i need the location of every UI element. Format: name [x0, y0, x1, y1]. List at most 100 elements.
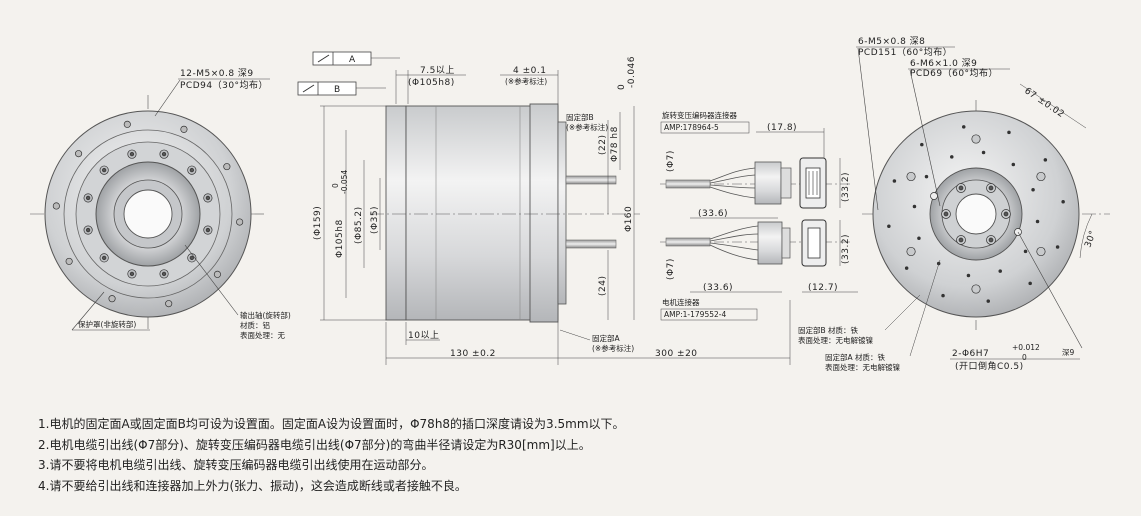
- datum-a-frame: A: [312, 51, 400, 66]
- dim-105-tol-0: 0: [331, 183, 340, 188]
- bolt-center: [988, 237, 994, 243]
- outer-tap-hole: [906, 246, 916, 257]
- dim-7-5: 7.5以上: [420, 65, 455, 76]
- side-view: A B 7.5以上 (Φ105h8) 4 ±0.1 (※参考标注) 0: [297, 51, 791, 365]
- rim-hole: [236, 218, 244, 226]
- outer-mark: [1043, 158, 1048, 162]
- left-bolt-pattern: [83, 149, 213, 279]
- bolt-center: [189, 168, 194, 173]
- dim-tol-0: 0: [617, 84, 627, 90]
- dim-22: (22): [598, 135, 608, 155]
- shaft-surface: 表面处理：无: [240, 330, 285, 340]
- face-b-label: 固定部B: [566, 112, 594, 122]
- outer-tap-hole: [971, 134, 981, 144]
- dim-phi7-top: (Φ7): [666, 150, 676, 172]
- bolt-center: [85, 195, 91, 201]
- resolver-cable-stub: [565, 175, 617, 185]
- motor-connector-body: [757, 221, 783, 265]
- rim-hole: [65, 257, 73, 265]
- left-thread-spec: 12-M5×0.8 深9: [180, 68, 254, 79]
- dim-130: 130 ±0.2: [450, 349, 496, 359]
- rim-hole: [75, 150, 83, 158]
- hole-depth: 深9: [1062, 348, 1075, 357]
- dim-phi105h8: Φ105h8: [335, 219, 345, 258]
- outer-mark: [924, 174, 929, 179]
- bolt-center: [1003, 211, 1009, 217]
- dim-105-tol-054: -0.054: [340, 170, 349, 194]
- dim-17-8: (17.8): [767, 123, 797, 133]
- left-pcd-spec: PCD94（30°均布）: [180, 79, 268, 91]
- right-pcd1: PCD151（60°均布）: [858, 46, 952, 58]
- rim-hole: [223, 163, 231, 171]
- face-a-note: (※参考标注): [592, 343, 634, 353]
- motor-cable-stub: [565, 239, 617, 249]
- left-end-view: 12-M5×0.8 深9 PCD94（30°均布） 保护罩(非旋转部) 输出轴(…: [30, 68, 291, 340]
- outer-tap-hole: [971, 284, 981, 294]
- outer-mark: [950, 155, 954, 159]
- rim-hole: [213, 270, 221, 278]
- left-center-bore: [123, 189, 173, 239]
- right-outer-marks: [887, 125, 1065, 303]
- dim-4: 4 ±0.1: [513, 66, 546, 76]
- face-b-note: (※参考标注): [566, 122, 608, 132]
- hole-spec: 2-Φ6H7: [952, 349, 989, 359]
- outer-tap-hole: [1036, 171, 1046, 182]
- note-4: 4.请不要给引出线和连接器加上外力(张力、振动)，这会造成断线或者接触不良。: [38, 478, 467, 493]
- face-a-material: 固定部A 材质：铁: [825, 352, 886, 362]
- outer-mark: [1007, 130, 1011, 135]
- outer-mark: [887, 224, 891, 228]
- rim-hole: [180, 125, 188, 133]
- note-3: 3.请不要将电机电缆引出线、旋转变压编码器电缆引出线使用在运动部分。: [38, 458, 434, 472]
- outer-mark: [1028, 281, 1032, 286]
- bolt-center: [102, 255, 107, 260]
- right-center-bore: [955, 193, 997, 235]
- motor-connector-part: AMP:1-179552-4: [664, 310, 726, 319]
- hole-tol-zero: 0: [1022, 353, 1027, 362]
- motor-flange: [385, 105, 407, 321]
- dim-4-note: (※参考标注): [505, 76, 547, 86]
- outer-mark: [912, 204, 917, 209]
- outer-tap-hole: [906, 171, 916, 182]
- dim-24: (24): [598, 276, 608, 296]
- cable-view: (17.8) (33.2) (33.2) (33.6) (33.6) (12.7…: [660, 110, 858, 321]
- outer-mark: [920, 142, 924, 147]
- dim-phi7-bottom: (Φ7): [666, 258, 676, 280]
- dim-phi85-2: (Φ85.2): [354, 206, 364, 244]
- note-1: 1.电机的固定面A或固定面B均可设为设置面。固定面A设为设置面时，Φ78h8的插…: [38, 417, 625, 431]
- face-b-surface: 表面处理：无电解镀镍: [798, 335, 873, 345]
- outer-tap-hole: [1036, 246, 1046, 257]
- bolt-center: [161, 151, 167, 157]
- hole-tol-plus: +0.012: [1012, 343, 1040, 352]
- shaft-material: 材质：铝: [240, 320, 270, 330]
- dim-12-7: (12.7): [808, 283, 838, 293]
- dim-phi35: (Φ35): [370, 206, 380, 234]
- outer-mark: [941, 293, 945, 298]
- rim-hole: [108, 295, 116, 303]
- dim-33-6-top: (33.6): [698, 209, 728, 219]
- outer-mark: [966, 273, 971, 278]
- notes-block: 1.电机的固定面A或固定面B均可设为设置面。固定面A设为设置面时，Φ78h8的插…: [38, 414, 1118, 496]
- bolt-center: [958, 237, 964, 243]
- dim-33-2-bottom: (33.2): [841, 234, 851, 264]
- resolver-connector-body: [754, 161, 782, 205]
- bolt-center: [129, 271, 135, 277]
- outer-mark: [1035, 219, 1040, 224]
- bolt-center: [205, 227, 211, 233]
- dowel-hole: [930, 192, 938, 200]
- left-rim-holes: [52, 120, 244, 308]
- dim-tol-046: -0.046: [627, 56, 637, 88]
- dim-phi160: Φ160: [624, 206, 634, 232]
- dim-300: 300 ±20: [655, 349, 698, 359]
- note-2: 2.电机电缆引出线(Φ7部分)、旋转变压编码器电缆引出线(Φ7部分)的弯曲半径请…: [38, 437, 591, 452]
- bolt-center: [189, 255, 194, 260]
- outer-mark: [1031, 188, 1035, 192]
- resolver-connector-part: AMP:178964-5: [664, 123, 719, 132]
- outer-mark: [917, 236, 921, 240]
- outer-mark: [981, 150, 986, 155]
- right-thread1: 6-M5×0.8 深8: [858, 36, 925, 47]
- outer-mark: [1023, 249, 1028, 254]
- bolt-center: [943, 211, 949, 217]
- shaft-label: 输出轴(旋转部): [240, 310, 291, 320]
- face-a-label: 固定部A: [592, 333, 620, 343]
- dim-33-2-top: (33.2): [841, 172, 851, 202]
